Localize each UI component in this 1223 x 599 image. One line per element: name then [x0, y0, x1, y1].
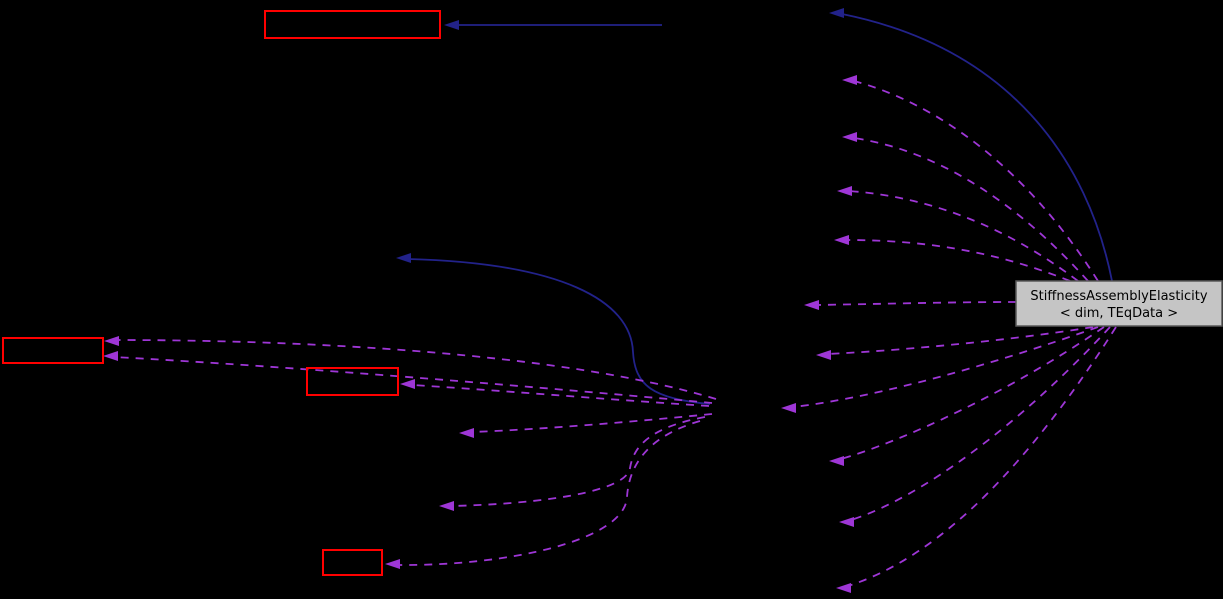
edge-use-right-10	[847, 326, 1117, 587]
edge-use-bottombox	[396, 420, 701, 566]
arrowhead-use-left-plain-1	[459, 428, 474, 438]
arrowhead-use-right-4	[834, 235, 849, 245]
arrowhead-use-right-10	[836, 583, 851, 593]
edge-use-right-9	[850, 326, 1111, 521]
arrowhead-use-right-1	[842, 75, 857, 85]
edge-use-right-1	[853, 80, 1099, 282]
edge-use-junction	[792, 326, 1099, 408]
edge-use-leftbox-b	[113, 356, 713, 404]
arrowhead-use-right-8	[829, 456, 844, 466]
edge-use-leftbox-a	[114, 339, 717, 400]
edge-inherit-top	[841, 13, 1113, 282]
arrowhead-use-right-2	[842, 132, 857, 142]
edge-inherit-midleft	[407, 258, 711, 405]
arrowhead-inherit-topleft	[444, 20, 459, 30]
arrowhead-use-left-plain-2	[439, 501, 454, 511]
arrowhead-use-middlebox	[400, 379, 415, 389]
edge-use-right-3	[848, 190, 1079, 282]
edge-use-left-plain-2	[450, 416, 706, 507]
arrowhead-inherit-top	[829, 8, 844, 18]
edge-use-right-5	[815, 301, 1017, 306]
arrowhead-use-right-9	[839, 517, 854, 527]
arrowhead-use-leftbox-a	[104, 336, 119, 346]
main-node-label-line1: StiffnessAssemblyElasticity	[1030, 289, 1207, 304]
red-box-middle	[306, 367, 399, 396]
red-box-top	[264, 10, 441, 39]
edge-use-right-2	[853, 137, 1089, 282]
arrowhead-use-right-6	[816, 350, 831, 360]
arrowhead-inherit-midleft	[396, 253, 411, 263]
edge-use-left-plain-1	[471, 413, 713, 433]
arrowhead-use-leftbox-b	[103, 351, 118, 361]
arrowhead-use-junction	[781, 403, 796, 413]
arrowhead-use-right-3	[837, 186, 852, 196]
arrowhead-use-bottombox	[385, 559, 400, 569]
edge-use-right-6	[827, 326, 1094, 355]
red-box-left	[2, 337, 104, 364]
red-box-bottom	[322, 549, 383, 576]
edge-use-right-8	[840, 326, 1105, 460]
edge-use-right-4	[845, 239, 1071, 282]
arrowhead-use-right-5	[804, 300, 819, 310]
main-node-label-line2: < dim, TEqData >	[1060, 306, 1178, 321]
main-node-box	[1015, 280, 1223, 327]
